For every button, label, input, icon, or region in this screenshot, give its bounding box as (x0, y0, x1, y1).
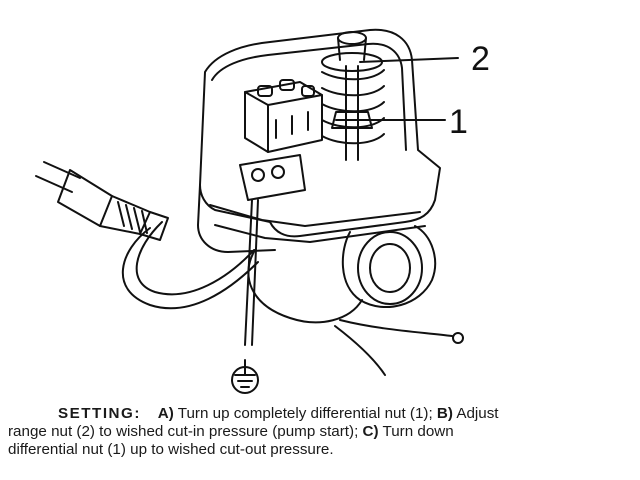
step-b-text-2: range nut (2) to wished cut-in pressure … (8, 423, 363, 440)
step-b-text-1: Adjust (452, 405, 499, 422)
pressure-switch-diagram: 2 1 (35, 28, 490, 394)
caption-line-1: SETTING: A) Turn up completely different… (8, 405, 632, 423)
step-c-letter: C) (362, 423, 379, 440)
step-a-letter: A) (157, 405, 174, 422)
step-c-text-1: Turn down (378, 423, 454, 440)
step-c-text-2: differential nut (1) up to wished cut-ou… (8, 441, 334, 458)
switch-housing (197, 28, 441, 253)
output-wires (334, 319, 464, 376)
step-a-text: Turn up completely differential nut (1); (173, 405, 437, 422)
power-plug-icon (35, 161, 169, 241)
power-cable (122, 221, 259, 310)
caption-line-3: differential nut (1) up to wished cut-ou… (8, 441, 632, 459)
pipe-fitting (247, 225, 437, 324)
nut-icon (331, 111, 373, 129)
callout-leader-2 (359, 57, 459, 63)
callout-label-1: 1 (449, 103, 468, 141)
setting-heading: SETTING: (58, 405, 141, 422)
spring-icon (321, 31, 385, 161)
setting-instructions: SETTING: A) Turn up completely different… (8, 405, 632, 459)
terminal-block (239, 79, 323, 201)
caption-line-2: range nut (2) to wished cut-in pressure … (8, 423, 632, 441)
ground-symbol-icon (231, 199, 259, 394)
step-b-letter: B) (436, 405, 453, 422)
callout-label-2: 2 (471, 40, 490, 78)
